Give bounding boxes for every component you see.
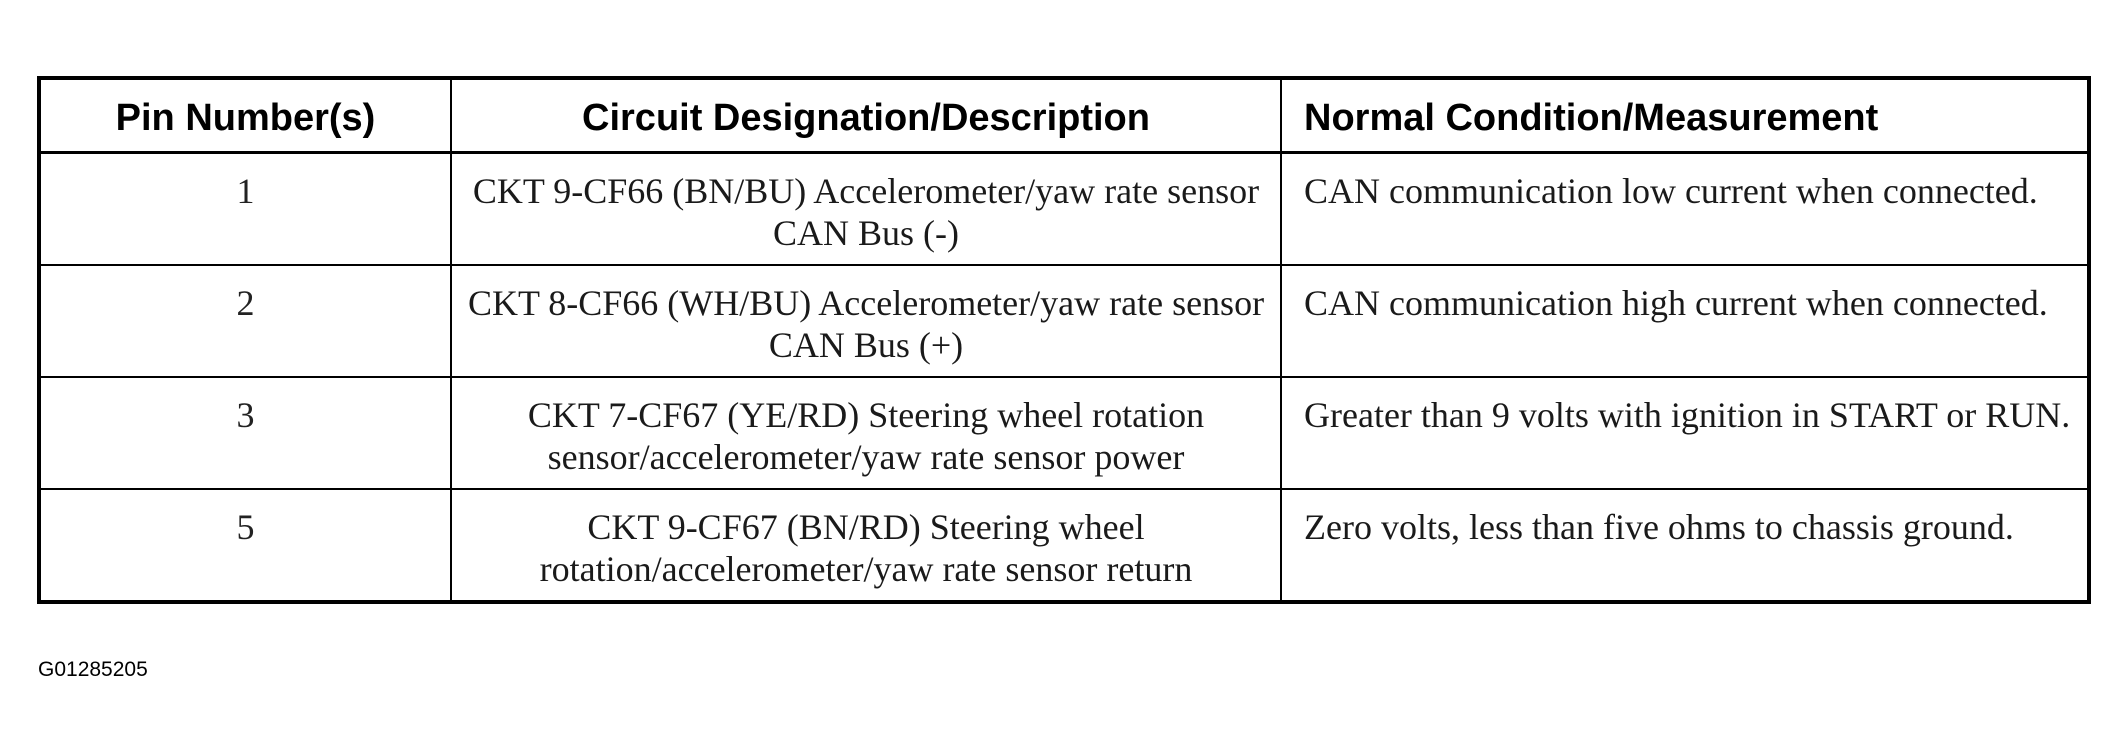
- pin-number-cell: 3: [38, 376, 452, 490]
- condition-cell: Zero volts, less than five ohms to chass…: [1280, 488, 2090, 603]
- pin-table: Pin Number(s) Circuit Designation/Descri…: [37, 76, 2091, 604]
- condition-cell: CAN communication high current when conn…: [1280, 264, 2090, 378]
- pin-number-cell: 2: [38, 264, 452, 378]
- table-row: 3 CKT 7-CF67 (YE/RD) Steering wheel rota…: [38, 376, 2090, 490]
- circuit-description-cell: CKT 9-CF66 (BN/BU) Accelerometer/yaw rat…: [450, 151, 1282, 266]
- circuit-description-cell: CKT 8-CF66 (WH/BU) Accelerometer/yaw rat…: [450, 264, 1282, 378]
- table-header: Pin Number(s) Circuit Designation/Descri…: [38, 77, 2090, 154]
- pin-number-cell: 1: [38, 151, 452, 266]
- table-body: 1 CKT 9-CF66 (BN/BU) Accelerometer/yaw r…: [38, 151, 2090, 603]
- table-row: 2 CKT 8-CF66 (WH/BU) Accelerometer/yaw r…: [38, 264, 2090, 378]
- circuit-description-cell: CKT 7-CF67 (YE/RD) Steering wheel rotati…: [450, 376, 1282, 490]
- pin-number-cell: 5: [38, 488, 452, 603]
- header-circuit-designation: Circuit Designation/Description: [450, 77, 1282, 154]
- table-row: 5 CKT 9-CF67 (BN/RD) Steering wheel rota…: [38, 488, 2090, 603]
- table-row: 1 CKT 9-CF66 (BN/BU) Accelerometer/yaw r…: [38, 151, 2090, 266]
- header-row: Pin Number(s) Circuit Designation/Descri…: [38, 77, 2090, 154]
- condition-cell: CAN communication low current when conne…: [1280, 151, 2090, 266]
- figure-id-label: G01285205: [38, 658, 148, 681]
- header-pin-numbers: Pin Number(s): [38, 77, 452, 154]
- header-normal-condition: Normal Condition/Measurement: [1280, 77, 2090, 154]
- condition-cell: Greater than 9 volts with ignition in ST…: [1280, 376, 2090, 490]
- circuit-description-cell: CKT 9-CF67 (BN/RD) Steering wheel rotati…: [450, 488, 1282, 603]
